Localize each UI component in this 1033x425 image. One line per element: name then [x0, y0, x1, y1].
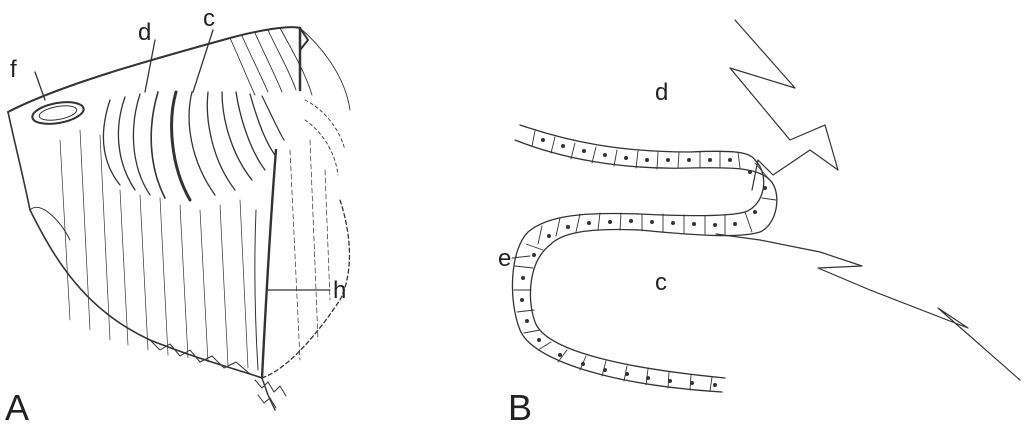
edge-d — [730, 20, 838, 190]
leader-c — [193, 30, 213, 92]
edge-c — [716, 234, 1020, 380]
label-c: c — [203, 5, 215, 32]
cells — [514, 131, 776, 391]
specimen-outline — [8, 27, 349, 410]
label-d-b: d — [655, 79, 668, 106]
panel-b: d c e B — [498, 20, 1020, 425]
nuclei — [520, 138, 767, 387]
label-e: e — [498, 245, 511, 272]
label-f: f — [10, 56, 17, 83]
label-h: h — [333, 277, 346, 304]
label-d: d — [138, 19, 151, 46]
septa — [103, 92, 284, 200]
scar-f — [31, 99, 86, 128]
leader-f — [35, 72, 45, 100]
epithelium-e — [512, 125, 776, 392]
leader-d — [145, 40, 155, 92]
fracture — [150, 340, 286, 408]
panel-label-b: B — [508, 387, 532, 425]
panel-a: f d c h A — [5, 5, 350, 425]
groove-h — [255, 150, 276, 378]
leader-e — [512, 256, 530, 258]
striations — [60, 130, 330, 368]
label-c-b: c — [655, 269, 667, 296]
panel-label-a: A — [5, 387, 29, 425]
